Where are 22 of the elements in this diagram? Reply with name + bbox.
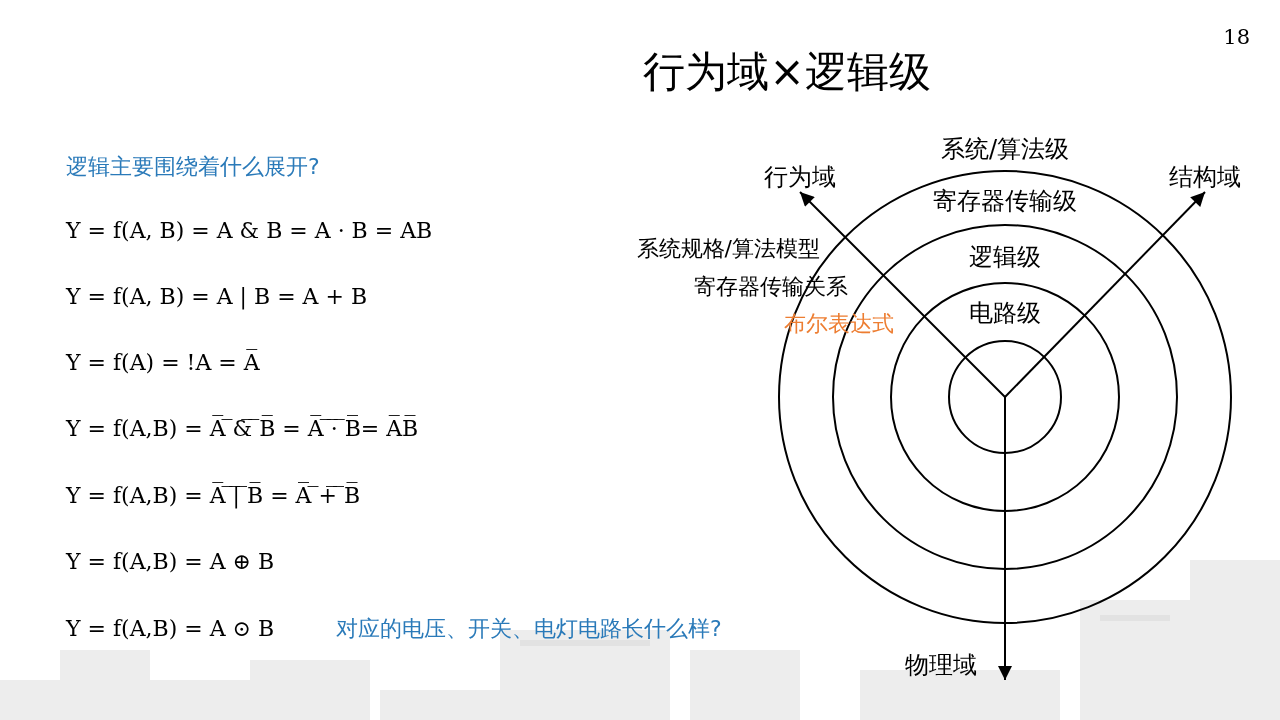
arrow: [998, 396, 1012, 681]
question-text: 对应的电压、开关、电灯电路长什么样?: [336, 615, 723, 643]
formula: Y = f(A,B) = A̅ ̅&̅ ̅B̅ = A̅ ̅·̅ ̅B̅= A̅B̅: [66, 414, 420, 443]
formula: Y = f(A,B) = A ⊙ B: [66, 615, 276, 643]
slide-title: 行为域×逻辑级: [642, 46, 932, 98]
level-label: 逻辑级: [968, 242, 1042, 272]
level-label: 电路级: [968, 298, 1042, 328]
formula: Y = f(A,B) = A̅ ̅|̅ ̅B̅ = A̅ ̅+̅ ̅B̅: [66, 481, 362, 511]
level-label: 系统/算法级: [939, 134, 1071, 164]
arrow: [799, 191, 1006, 398]
formula: Y = f(A) = !A = A̅: [66, 348, 261, 377]
formula: Y = f(A,B) = A ⊕ B: [66, 548, 276, 576]
axis-label: 物理域: [905, 650, 1005, 680]
axis-label: 系统规格/算法模型: [635, 235, 820, 263]
axis-label: 结构域: [1163, 162, 1247, 192]
arrow: [1004, 191, 1206, 398]
axis-label: 行为域: [758, 162, 842, 192]
formula: Y = f(A, B) = A | B = A + B: [66, 283, 369, 312]
formula: Y = f(A, B) = A & B = A · B = AB: [66, 217, 434, 245]
question-text: 逻辑主要围绕着什么展开?: [66, 153, 321, 181]
level-label: 寄存器传输级: [932, 186, 1078, 216]
page-number: 18: [1222, 24, 1250, 51]
